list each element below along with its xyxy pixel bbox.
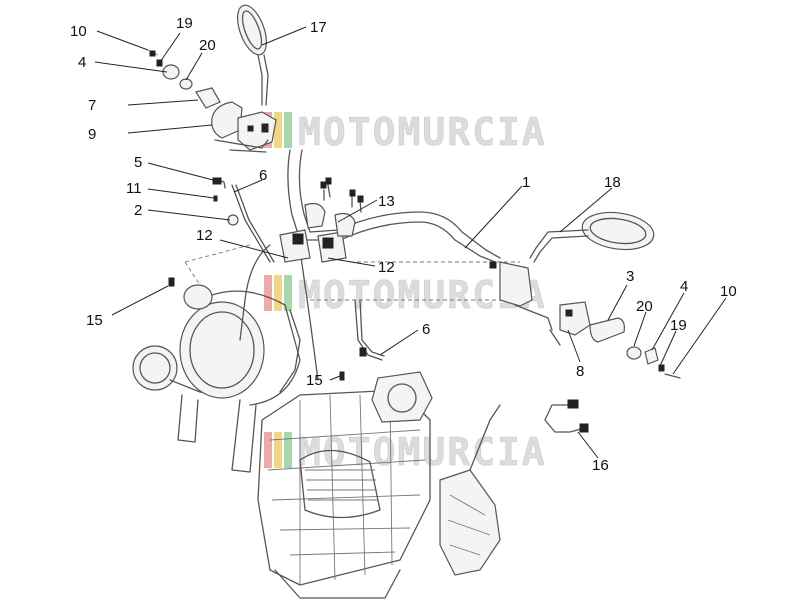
callout-label: 19 <box>670 317 687 334</box>
watermark-top: MOTOMURCIA <box>264 110 547 154</box>
handlebar <box>279 149 501 263</box>
callout-label: 19 <box>176 15 193 32</box>
right-mirror <box>529 211 655 263</box>
callout-label: 16 <box>592 457 609 474</box>
callout-label: 12 <box>378 259 395 276</box>
left-switch-assembly <box>147 49 277 153</box>
sensor-harness <box>544 399 589 433</box>
callout-label: 15 <box>86 312 103 329</box>
callout-label: 6 <box>259 167 267 184</box>
callout-label: 3 <box>626 268 634 285</box>
callout-label: 11 <box>126 180 142 197</box>
watermark-bottom: MOTOMURCIA <box>264 430 547 474</box>
callout-label: 9 <box>88 126 96 143</box>
right-cable-and-sensor <box>168 277 385 381</box>
left-mirror <box>237 4 269 106</box>
callout-label: 20 <box>199 37 216 54</box>
callout-label: 13 <box>378 193 395 210</box>
callout-label: 18 <box>604 174 621 191</box>
leader-lines <box>94 26 727 459</box>
callout-label: 12 <box>196 227 213 244</box>
callout-label: 8 <box>576 363 584 380</box>
callout-label: 5 <box>134 154 142 171</box>
callout-numbers: 10 19 4 20 7 9 17 5 11 2 6 12 12 13 1 18… <box>70 15 737 474</box>
callout-label: 20 <box>636 298 653 315</box>
callout-label: 7 <box>88 97 96 114</box>
callout-label: 17 <box>310 19 327 36</box>
callout-label: 4 <box>78 54 86 71</box>
right-switch-assembly <box>489 261 681 379</box>
callout-label: 1 <box>522 174 530 191</box>
watermark-text: MOTOMURCIA <box>298 110 547 154</box>
callout-label: 6 <box>422 321 430 338</box>
left-lever-cable <box>212 177 275 263</box>
callout-label: 15 <box>306 372 323 389</box>
engine-assembly <box>132 244 520 599</box>
callout-label: 10 <box>70 23 87 40</box>
callout-label: 2 <box>134 202 142 219</box>
callout-label: 4 <box>680 278 688 295</box>
callout-label: 10 <box>720 283 737 300</box>
watermark-text: MOTOMURCIA <box>298 430 547 474</box>
